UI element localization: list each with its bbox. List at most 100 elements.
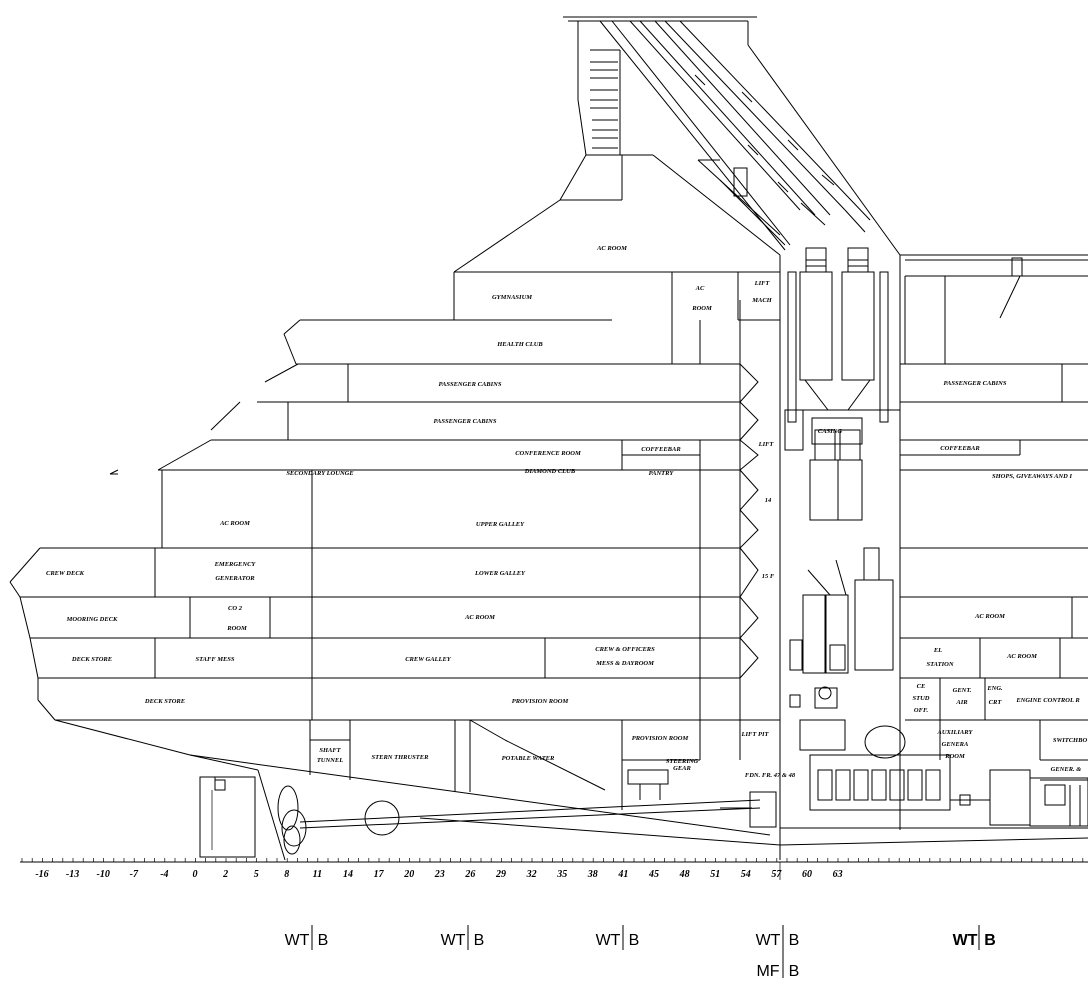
svg-text:B: B	[984, 932, 996, 949]
frame-label: 0	[193, 869, 198, 880]
label-ac-room-small: AC	[695, 285, 705, 292]
label-co2-room-2: ROOM	[226, 625, 247, 632]
frame-label: -13	[66, 869, 79, 880]
label-ac-room-aft: AC ROOM	[974, 613, 1005, 620]
label-provision-room-2: PROVISION ROOM	[632, 735, 689, 742]
label-secondary-lounge: SECONDARY LOUNGE	[286, 470, 354, 477]
label-frame-14: 14	[765, 497, 772, 504]
label-emergency-gen: EMERGENCY	[214, 561, 257, 568]
label-passenger-cabins-1: PASSENGER CABINS	[439, 381, 502, 388]
frame-label: 45	[648, 869, 659, 880]
frame-label: 38	[587, 869, 598, 880]
label-gener: GENER. &	[1051, 766, 1082, 773]
label-passenger-cabins-aft: PASSENGER CABINS	[944, 380, 1007, 387]
label-shaft-tunnel-2: TUNNEL	[317, 757, 343, 764]
svg-text:B: B	[789, 932, 800, 949]
label-potable-water: POTABLE WATER	[502, 755, 555, 762]
label-lower-galley: LOWER GALLEY	[474, 570, 526, 577]
label-ce-2: STUD	[913, 695, 930, 702]
label-ac-room-top: AC ROOM	[596, 245, 627, 252]
label-steering: STEERING	[666, 758, 699, 765]
label-crew-mess-2: MESS & DAYROOM	[595, 660, 654, 667]
svg-text:B: B	[789, 963, 800, 980]
label-shops: SHOPS, GIVEAWAYS AND I	[992, 473, 1072, 480]
label-lift-mach: LIFT	[754, 280, 771, 287]
frame-label: 20	[403, 869, 414, 880]
label-fdn: FDN. FR. 47 & 48	[745, 772, 796, 779]
label-mooring-deck: MOORING DECK	[66, 616, 118, 623]
bulkhead-wt-5: WT B	[953, 925, 996, 950]
frame-label: 5	[254, 869, 259, 880]
label-conference-room: CONFERENCE ROOM	[515, 450, 581, 457]
label-eng-2: CRT	[989, 699, 1003, 706]
label-emergency-gen-2: GENERATOR	[215, 575, 255, 582]
frame-label: 48	[679, 869, 690, 880]
frame-label: 14	[343, 869, 353, 880]
label-auxiliary: AUXILIARY	[937, 729, 974, 736]
aft-section	[900, 254, 1088, 781]
frame-label: 11	[313, 869, 322, 880]
label-provision-room: PROVISION ROOM	[512, 698, 569, 705]
label-gent: GENT.	[953, 687, 972, 694]
label-staff-mess: STAFF MESS	[195, 656, 234, 663]
frame-label: 23	[434, 869, 445, 880]
frame-ticks	[21, 858, 1084, 862]
label-pantry: PANTRY	[649, 470, 675, 477]
label-switchboard: SWITCHBO	[1053, 737, 1088, 744]
label-passenger-cabins-2: PASSENGER CABINS	[434, 418, 497, 425]
superstructure	[9, 199, 1088, 861]
frame-label: 32	[526, 869, 537, 880]
frame-scale	[20, 861, 1088, 880]
label-gent-2: AIR	[955, 699, 968, 706]
frame-label: 57	[771, 869, 782, 880]
label-frame-15: 15 F	[762, 573, 775, 580]
label-diamond-club: DIAMOND CLUB	[524, 468, 576, 475]
svg-text:WT: WT	[441, 932, 466, 949]
svg-text:WT: WT	[756, 932, 781, 949]
svg-text:MF: MF	[756, 963, 779, 980]
svg-text:WT: WT	[285, 932, 310, 949]
label-crew-deck: CREW DECK	[46, 570, 85, 577]
svg-text:B: B	[629, 932, 640, 949]
frame-label: -4	[160, 869, 168, 880]
label-lift-pit: LIFT PIT	[741, 731, 770, 738]
bulkhead-wt-4: WT B	[756, 925, 800, 978]
label-co2-room: CO 2	[228, 605, 243, 612]
frame-label: 26	[464, 869, 475, 880]
label-ce-3: OFF.	[914, 707, 929, 714]
label-eng: ENG.	[986, 685, 1003, 692]
frame-label: -7	[130, 869, 139, 880]
frame-label: -16	[35, 869, 48, 880]
label-auxiliary-2: GENERA	[942, 741, 969, 748]
label-ac-room-aft-2: AC ROOM	[1006, 653, 1037, 660]
frame-label: 29	[495, 869, 506, 880]
svg-text:WT: WT	[953, 932, 978, 949]
bulkhead-markers: WT B WT B WT B WT B MF B WT B	[285, 925, 996, 980]
label-gymnasium: GYMNASIUM	[492, 294, 532, 301]
label-lift: LIFT	[758, 441, 775, 448]
label-stern-thruster: STERN THRUSTER	[372, 754, 430, 761]
label-ac-room-1: AC ROOM	[219, 520, 250, 527]
frame-label: 2	[222, 869, 228, 880]
label-deck-store-2: DECK STORE	[144, 698, 186, 705]
label-auxiliary-3: ROOM	[944, 753, 965, 760]
label-upper-galley: UPPER GALLEY	[476, 521, 525, 528]
label-deck-store: DECK STORE	[71, 656, 113, 663]
frame-label: 8	[284, 869, 289, 880]
frame-label: 41	[617, 869, 628, 880]
svg-text:B: B	[318, 932, 329, 949]
bulkhead-wt-3: WT B	[596, 925, 640, 950]
frame-label: 54	[741, 869, 751, 880]
label-coffee-bar: COFFEEBAR	[641, 446, 681, 453]
frame-label: 35	[556, 869, 567, 880]
label-ac-room-2: AC ROOM	[464, 614, 495, 621]
frame-label: 60	[802, 869, 812, 880]
compartment-labels: AC ROOM GYMNASIUM AC ROOM LIFT MACH HEAL…	[46, 245, 1087, 779]
label-health-club: HEALTH CLUB	[496, 341, 543, 348]
frame-label: -10	[97, 869, 110, 880]
bulkhead-wt-2: WT B	[441, 925, 485, 950]
svg-text:B: B	[474, 932, 485, 949]
label-ce: CE	[917, 683, 926, 690]
frame-label: 63	[833, 869, 843, 880]
